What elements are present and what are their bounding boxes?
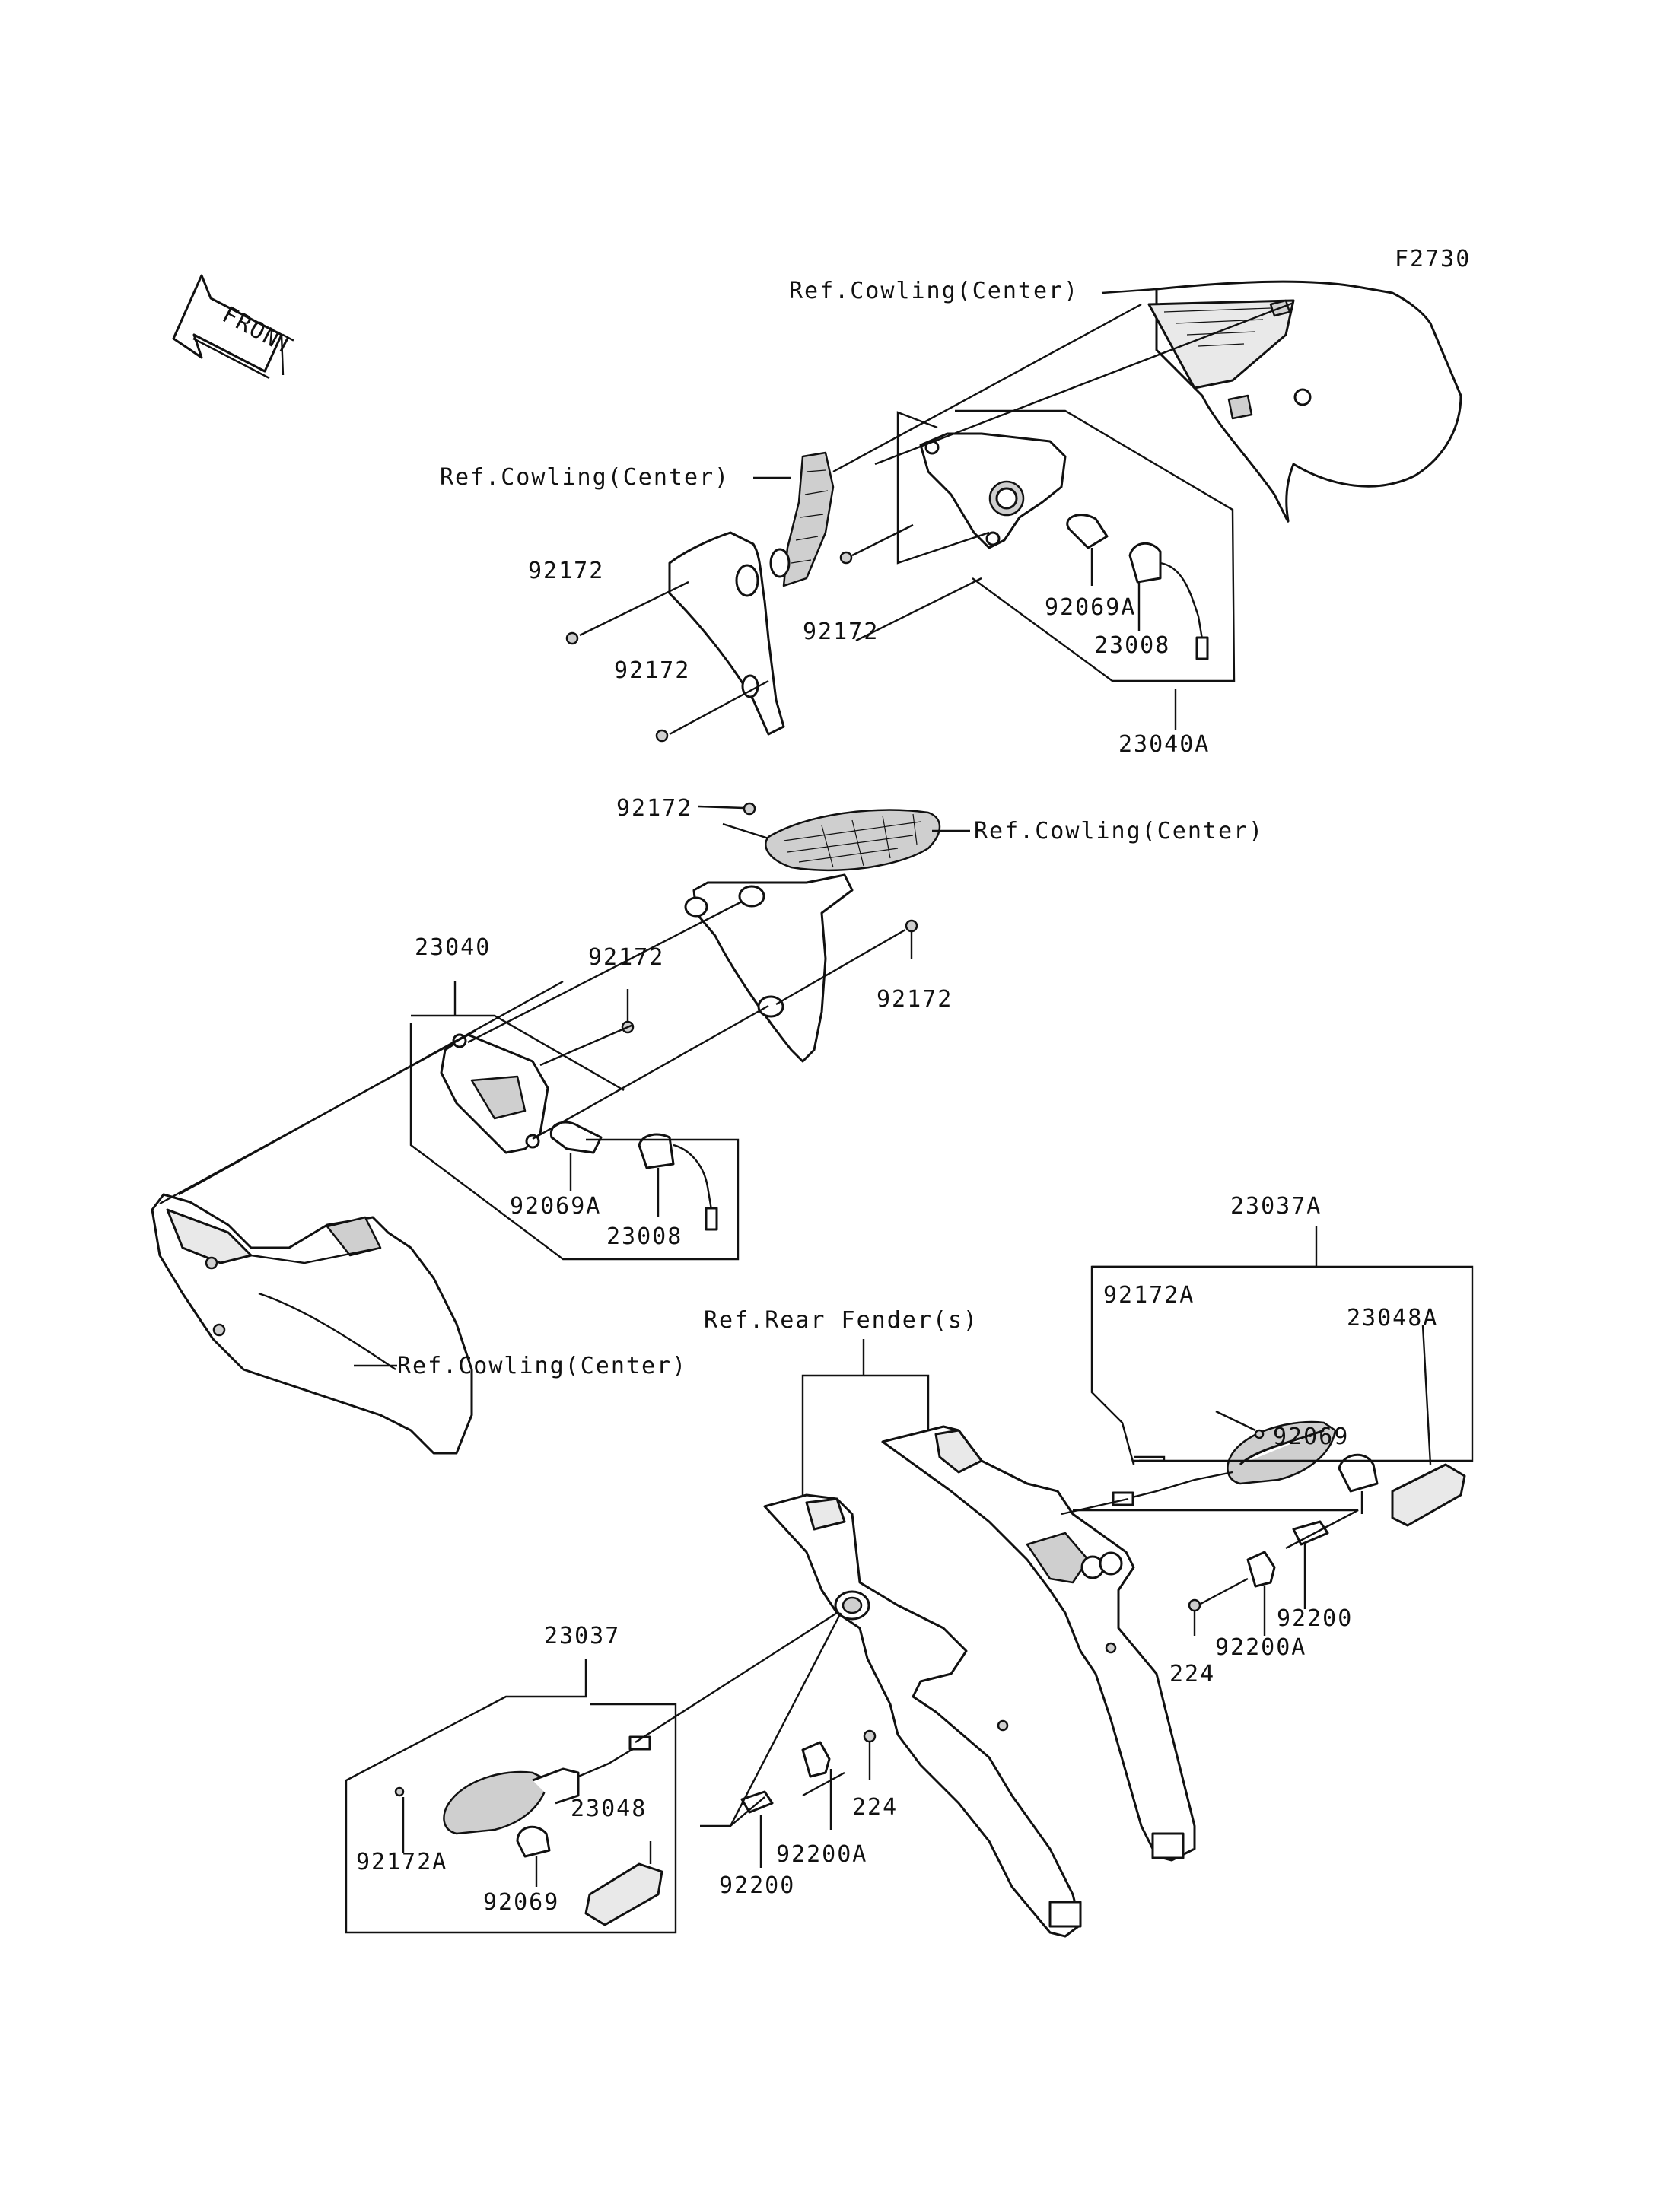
- label-ref-cowling-center-2: Ref.Cowling(Center): [440, 464, 730, 491]
- label-ref-cowling-center-3: Ref.Cowling(Center): [974, 818, 1264, 845]
- label-92172A-2: 92172A: [356, 1849, 447, 1875]
- screw-92172A-right: [1254, 1429, 1265, 1439]
- turn-signal-housing-left-part: [440, 1033, 549, 1154]
- label-92172-6: 92172: [877, 986, 953, 1013]
- label-92172-2: 92172: [614, 657, 690, 684]
- lens-23048A-part: [1391, 1463, 1466, 1527]
- label-92172-3: 92172: [803, 619, 879, 645]
- inner-cowling-left-part: [668, 451, 835, 736]
- label-92172-5: 92172: [588, 944, 664, 971]
- label-92069-1: 92069: [1273, 1423, 1349, 1450]
- screw-92172-c: [839, 551, 853, 565]
- screw-92172-a: [565, 631, 579, 645]
- lens-23048-part: [584, 1862, 663, 1926]
- screw-92172-d: [743, 802, 756, 816]
- label-23048A: 23048A: [1347, 1305, 1438, 1331]
- bulb-92069-right-part: [1338, 1453, 1379, 1493]
- label-23008-1: 23008: [1094, 632, 1170, 659]
- label-92172A-1: 92172A: [1103, 1282, 1195, 1309]
- upper-cowling-part: [1147, 280, 1462, 523]
- turn-signal-housing-right-part: [919, 432, 1067, 549]
- screw-92172-b: [655, 729, 669, 743]
- bolt-224-right-part: [1188, 1598, 1201, 1612]
- label-92200A-2: 92200A: [776, 1841, 867, 1868]
- rear-fender-left-part: [763, 1493, 1082, 1938]
- label-23037A: 23037A: [1230, 1193, 1322, 1220]
- label-23040: 23040: [415, 934, 491, 961]
- label-23048: 23048: [571, 1796, 647, 1822]
- label-ref-cowling-center-4: Ref.Cowling(Center): [397, 1353, 687, 1379]
- lower-cowling-left-part: [151, 1193, 473, 1455]
- rear-fender-right-part: [881, 1425, 1196, 1862]
- bracket-92200A-right-part: [1246, 1551, 1276, 1588]
- front-arrow-icon: FRONT: [172, 274, 298, 380]
- label-92172-4: 92172: [616, 795, 692, 822]
- turn-signal-23037A-part: [1112, 1420, 1337, 1506]
- label-ref-rear-fender: Ref.Rear Fender(s): [704, 1307, 978, 1334]
- socket-23008-mid-part: [638, 1133, 718, 1231]
- figure-code: F2730: [1395, 246, 1471, 272]
- label-92069A-1: 92069A: [1045, 594, 1136, 621]
- label-92069-2: 92069: [483, 1889, 559, 1916]
- inner-cowling-right-part: [684, 873, 854, 1063]
- bolt-224-left-part: [863, 1729, 877, 1743]
- label-23040A: 23040A: [1118, 731, 1210, 758]
- label-92200-2: 92200: [719, 1872, 795, 1899]
- socket-23008-top-part: [1128, 542, 1209, 660]
- label-ref-cowling-center-1: Ref.Cowling(Center): [789, 278, 1079, 304]
- label-92069A-2: 92069A: [510, 1193, 601, 1220]
- label-23037: 23037: [544, 1623, 620, 1649]
- label-224-2: 224: [852, 1794, 898, 1821]
- label-92200A-1: 92200A: [1215, 1634, 1306, 1661]
- plate-92200-left-part: [740, 1790, 774, 1814]
- label-92172-1: 92172: [528, 558, 604, 584]
- bulb-92069-left-part: [516, 1825, 551, 1858]
- label-224-1: 224: [1169, 1661, 1215, 1687]
- screw-92172A-left: [394, 1786, 405, 1797]
- bracket-92200A-left-part: [801, 1741, 831, 1778]
- grille-part: [765, 809, 941, 872]
- bulb-92069A-mid-part: [549, 1121, 603, 1154]
- label-92200-1: 92200: [1277, 1605, 1353, 1632]
- screw-92172-f: [905, 919, 918, 933]
- turn-signal-23037-part: [443, 1735, 651, 1835]
- label-23008-2: 23008: [606, 1223, 682, 1250]
- bulb-92069A-top-part: [1066, 514, 1109, 549]
